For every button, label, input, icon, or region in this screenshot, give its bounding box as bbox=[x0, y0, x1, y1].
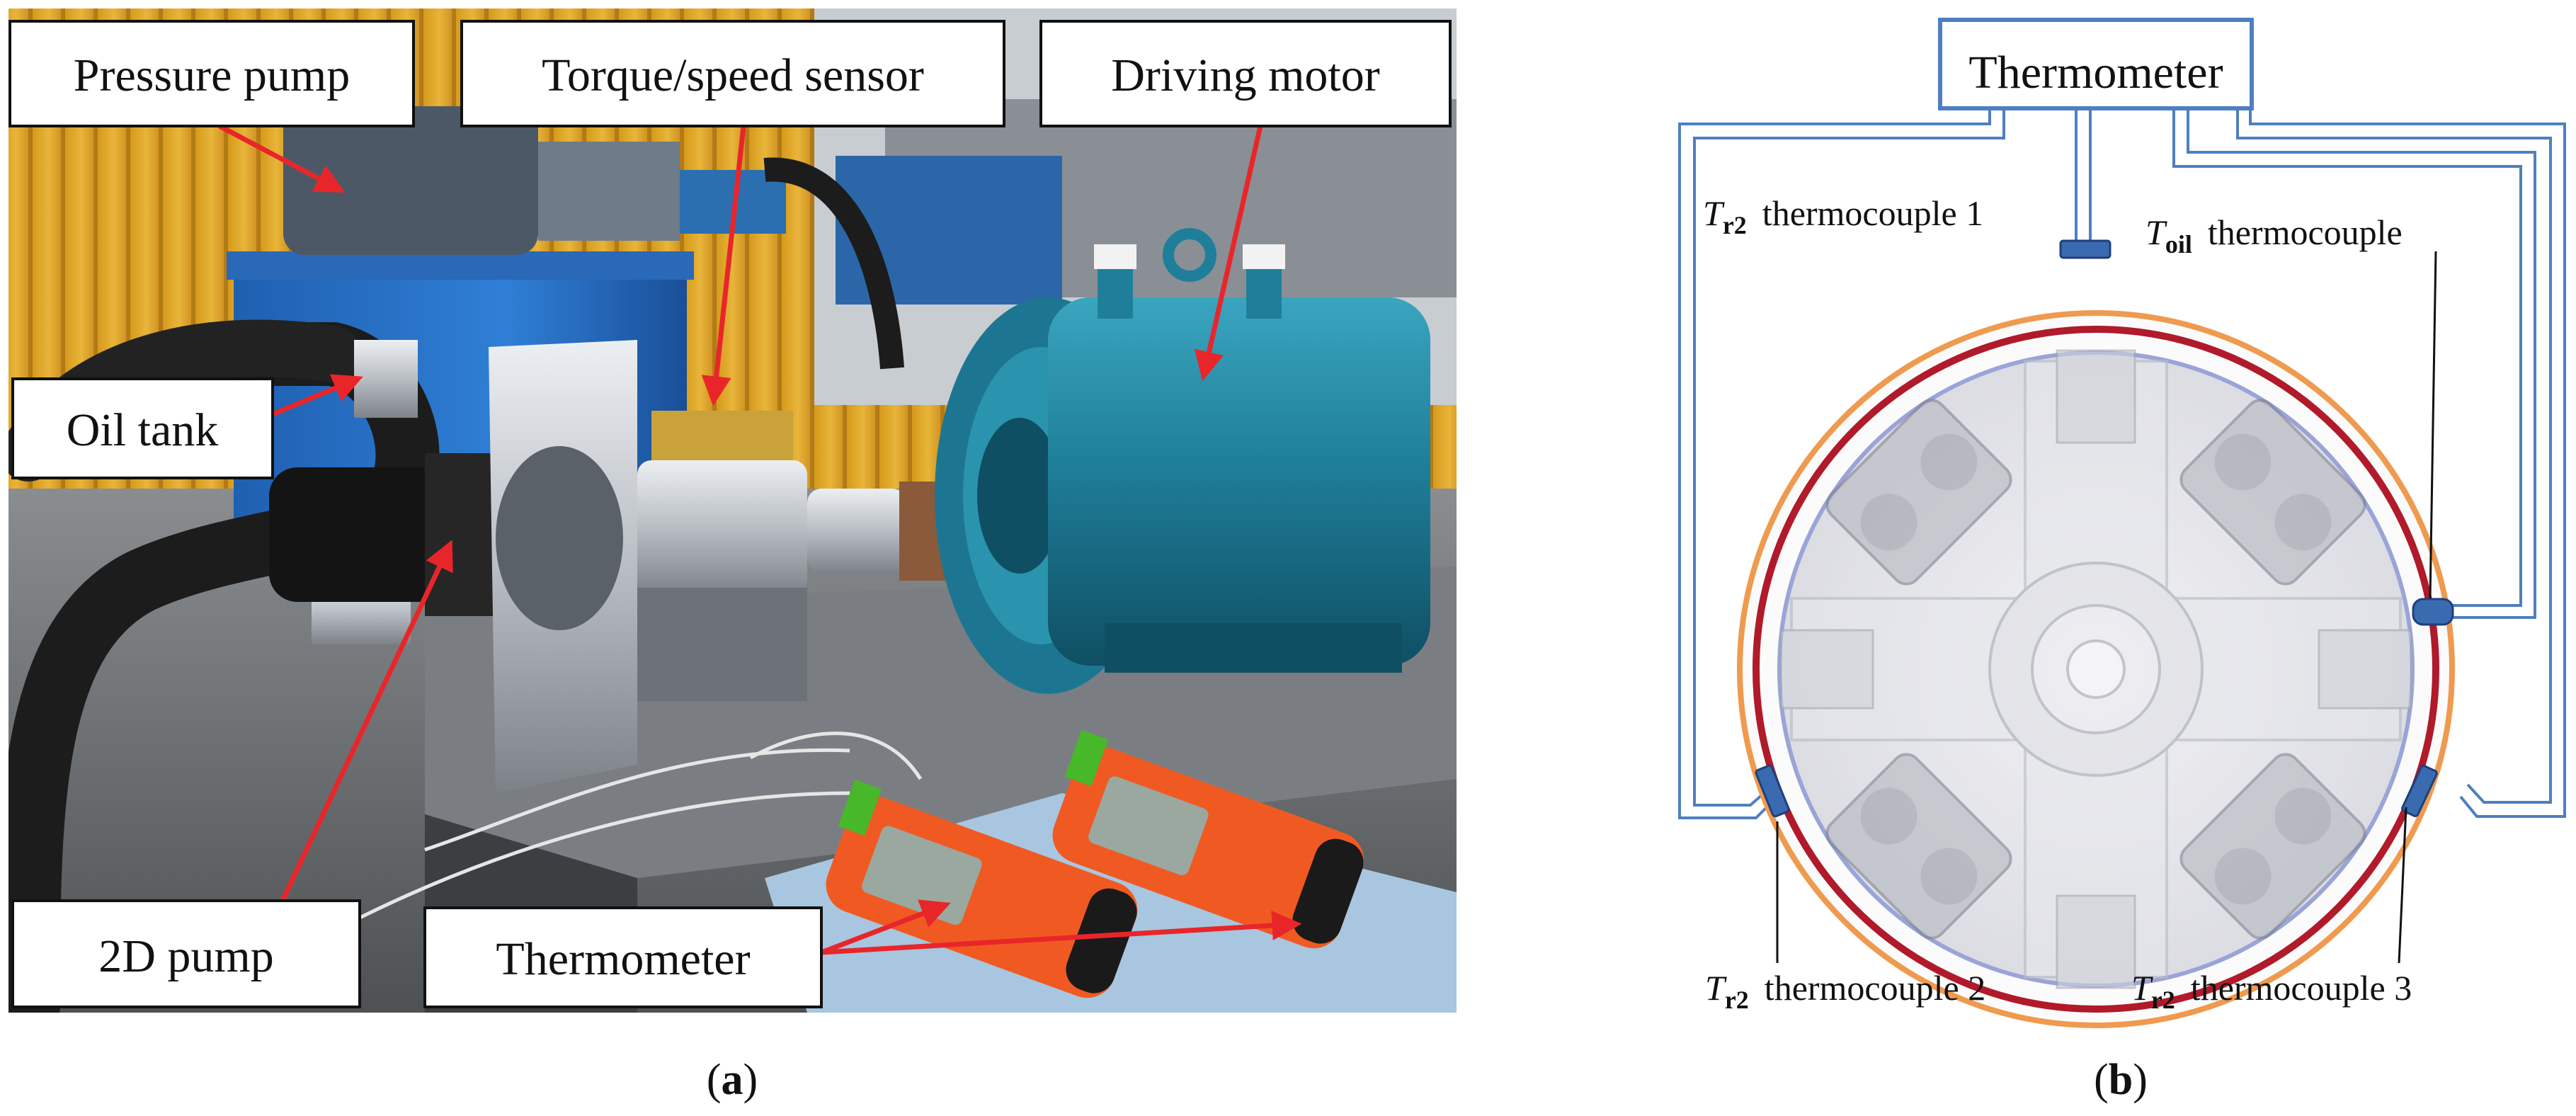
motor-eyebolt bbox=[1163, 228, 1216, 282]
spoke-top bbox=[2056, 349, 2136, 444]
wire-toil-inner bbox=[2172, 108, 2522, 607]
wire-toil-outer bbox=[2187, 108, 2536, 619]
arrow-driving-motor bbox=[1194, 125, 1263, 382]
spoke-right bbox=[2318, 629, 2412, 710]
label-driving-motor: Driving motor bbox=[1039, 20, 1452, 127]
spoke-left bbox=[1779, 629, 1874, 710]
stator-ring bbox=[1753, 326, 2439, 1013]
arrow-thermometer-2 bbox=[821, 911, 1302, 955]
arrow-pressure-pump bbox=[218, 123, 346, 193]
label-pressure-pump-text: Pressure pump bbox=[74, 50, 350, 101]
wire-2 bbox=[424, 748, 850, 852]
caption-b: (b) bbox=[2094, 1056, 2148, 1104]
panel-a-photo: Pressure pump Torque/speed sensor Drivin… bbox=[8, 8, 1457, 1104]
wire-tc3-inner bbox=[2236, 108, 2552, 804]
caption-a: (a) bbox=[707, 1056, 758, 1104]
thermocouple-wires bbox=[1678, 108, 2566, 819]
wire-tc2-inner bbox=[1693, 108, 2005, 807]
torque-sensor-base bbox=[637, 588, 807, 701]
leader-lines bbox=[1776, 251, 2437, 964]
torque-sensor-body bbox=[637, 460, 807, 595]
rotor-internals bbox=[1779, 349, 2412, 989]
cylinder-block-bottom-left bbox=[1825, 753, 2012, 940]
motor-cap-1 bbox=[1094, 244, 1136, 269]
label-torque-sensor: Torque/speed sensor bbox=[460, 20, 1005, 127]
panel-b-schematic: Thermometer bbox=[1678, 18, 2566, 1104]
driving-motor-body bbox=[1048, 297, 1430, 666]
handheld-thermometer-2 bbox=[1052, 729, 1364, 949]
label-thermometer-photo: Thermometer bbox=[423, 906, 823, 1008]
motor-feet bbox=[1105, 623, 1402, 673]
arrow-torque-sensor bbox=[701, 125, 746, 406]
thermocouple-oil-sensor bbox=[2412, 598, 2454, 626]
arrow-oil-tank bbox=[271, 374, 363, 417]
label-thermometer-photo-text: Thermometer bbox=[496, 933, 750, 985]
hose-fitting bbox=[354, 340, 418, 418]
cylinder-block-top-left bbox=[1825, 399, 2012, 586]
central-hub-inner bbox=[2066, 639, 2126, 699]
label-torque-sensor-text: Torque/speed sensor bbox=[542, 50, 924, 101]
wire-3 bbox=[353, 791, 850, 923]
thermocouple-1-sensor bbox=[2059, 239, 2111, 259]
thermocouple-3-sensor bbox=[2401, 765, 2438, 817]
oil-tank-top bbox=[227, 251, 694, 280]
thermocouple-2-sensor bbox=[1755, 764, 1790, 818]
pressure-pump-motor bbox=[283, 106, 538, 255]
label-2d-pump-text: 2D pump bbox=[98, 930, 274, 982]
label-pressure-pump: Pressure pump bbox=[8, 20, 415, 127]
motor-bearing bbox=[977, 418, 1062, 574]
label-driving-motor-text: Driving motor bbox=[1111, 50, 1379, 101]
spoke-bottom bbox=[2056, 894, 2136, 989]
leader-tc3 bbox=[2398, 807, 2407, 964]
arrow-2d-pump bbox=[277, 540, 453, 908]
cylinder-block-top-right bbox=[2179, 399, 2366, 586]
arrow-thermometer-1 bbox=[820, 899, 951, 955]
wire-tc2-outer bbox=[1678, 108, 1991, 819]
annotation-arrows bbox=[218, 123, 1302, 955]
pressure-pump-body bbox=[538, 142, 680, 241]
hose-small bbox=[763, 157, 904, 370]
cylinder-block-bottom-right bbox=[2179, 753, 2366, 940]
coupling bbox=[807, 489, 906, 574]
motor-cap-2 bbox=[1243, 244, 1285, 269]
wire-1 bbox=[749, 731, 923, 780]
thermometer-box-label: Thermometer bbox=[1968, 47, 2223, 98]
thermometer-box bbox=[1938, 18, 2254, 110]
leader-toil bbox=[2429, 251, 2437, 599]
bracket-flange bbox=[496, 446, 623, 630]
handheld-thermometer-1 bbox=[826, 779, 1138, 998]
label-oil-tank: Oil tank bbox=[11, 377, 274, 479]
label-2d-pump: 2D pump bbox=[11, 899, 361, 1008]
hose-large bbox=[8, 322, 440, 1013]
label-oil-tank-text: Oil tank bbox=[67, 404, 218, 456]
wire-tc3-outer bbox=[2249, 108, 2566, 818]
